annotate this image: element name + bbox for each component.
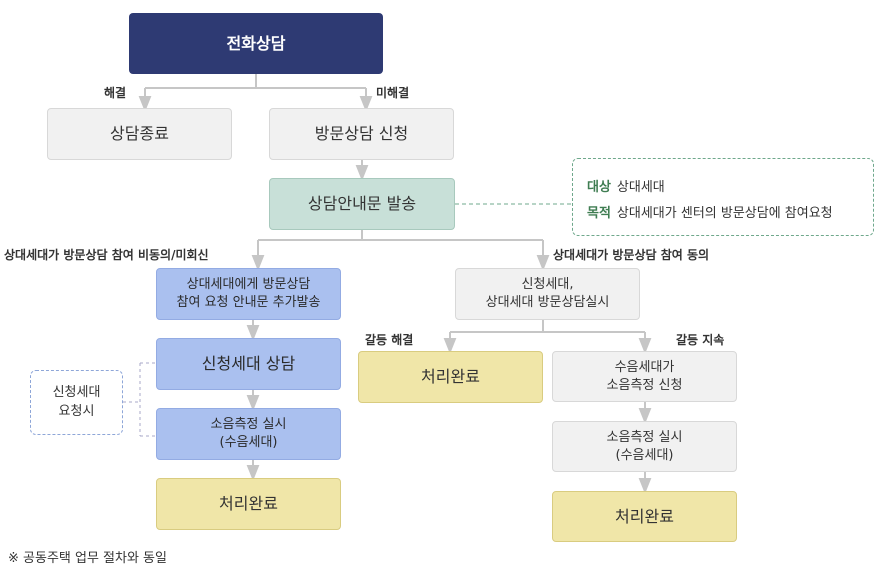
side-note-line-1: 신청세대	[52, 384, 101, 400]
end-consult-node: 상담종료	[47, 108, 232, 160]
note-purpose-value: 상대세대가 센터의 방문상담에 참여요청	[616, 206, 833, 221]
receiver-apply-line-1: 수음세대가	[614, 359, 675, 375]
no-consent-label: 상대세대가 방문상담 참여 비동의/미회신	[4, 248, 209, 262]
extra-send-line-1: 상대세대에게 방문상담	[186, 277, 311, 293]
side-note-box: 신청세대 요청시	[30, 370, 123, 435]
note-box: 대상 상대세대 목적 상대세대가 센터의 방문상담에 참여요청	[572, 158, 874, 236]
noise-right-node: 소음측정 실시 (수음세대)	[552, 421, 737, 472]
side-note-line-2: 요청시	[58, 403, 95, 419]
done-right-label: 처리완료	[615, 506, 674, 526]
noise-left-node: 소음측정 실시 (수음세대)	[156, 408, 341, 460]
both-visit-line-1: 신청세대,	[521, 277, 574, 293]
applicant-consult-label: 신청세대 상담	[201, 354, 296, 374]
end-consult-label: 상담종료	[110, 124, 169, 144]
footer-note: ※ 공동주택 업무 절차와 동일	[8, 551, 167, 566]
guide-send-label: 상담안내문 발송	[307, 194, 417, 214]
done-mid-label: 처리완료	[421, 367, 480, 387]
both-visit-node: 신청세대, 상대세대 방문상담실시	[455, 268, 640, 320]
extra-send-line-2: 참여 요청 안내문 추가발송	[176, 295, 321, 310]
noise-left-line-1: 소음측정 실시	[210, 417, 287, 433]
note-target-key: 대상	[587, 180, 611, 195]
consent-label: 상대세대가 방문상담 참여 동의	[553, 248, 710, 262]
noise-right-line-2: (수음세대)	[615, 447, 674, 463]
receiver-apply-node: 수음세대가 소음측정 신청	[552, 351, 737, 402]
done-left-label: 처리완료	[219, 494, 278, 514]
extra-send-node: 상대세대에게 방문상담 참여 요청 안내문 추가발송	[156, 268, 341, 320]
guide-send-node: 상담안내문 발송	[269, 178, 455, 230]
conflict-continue-label: 갈등 지속	[676, 333, 725, 347]
phone-consult-label: 전화상담	[226, 33, 286, 53]
applicant-consult-node: 신청세대 상담	[156, 338, 341, 390]
both-visit-line-2: 상대세대 방문상담실시	[485, 295, 610, 310]
visit-request-node: 방문상담 신청	[269, 108, 454, 160]
note-target-value: 상대세대	[616, 180, 665, 195]
receiver-apply-line-2: 소음측정 신청	[606, 377, 683, 393]
note-purpose-row: 목적 상대세대가 센터의 방문상담에 참여요청	[587, 202, 833, 221]
visit-request-label: 방문상담 신청	[314, 124, 409, 144]
note-purpose-key: 목적	[587, 206, 611, 221]
note-target-row: 대상 상대세대	[587, 176, 665, 195]
noise-left-line-2: (수음세대)	[219, 435, 278, 450]
noise-right-line-1: 소음측정 실시	[606, 429, 683, 445]
conflict-resolved-label: 갈등 해결	[365, 333, 414, 347]
resolved-label: 해결	[104, 86, 127, 100]
done-left-node: 처리완료	[156, 478, 341, 530]
unresolved-label: 미해결	[376, 86, 410, 100]
done-mid-node: 처리완료	[358, 351, 543, 403]
done-right-node: 처리완료	[552, 491, 737, 542]
phone-consult-node: 전화상담	[129, 13, 383, 74]
